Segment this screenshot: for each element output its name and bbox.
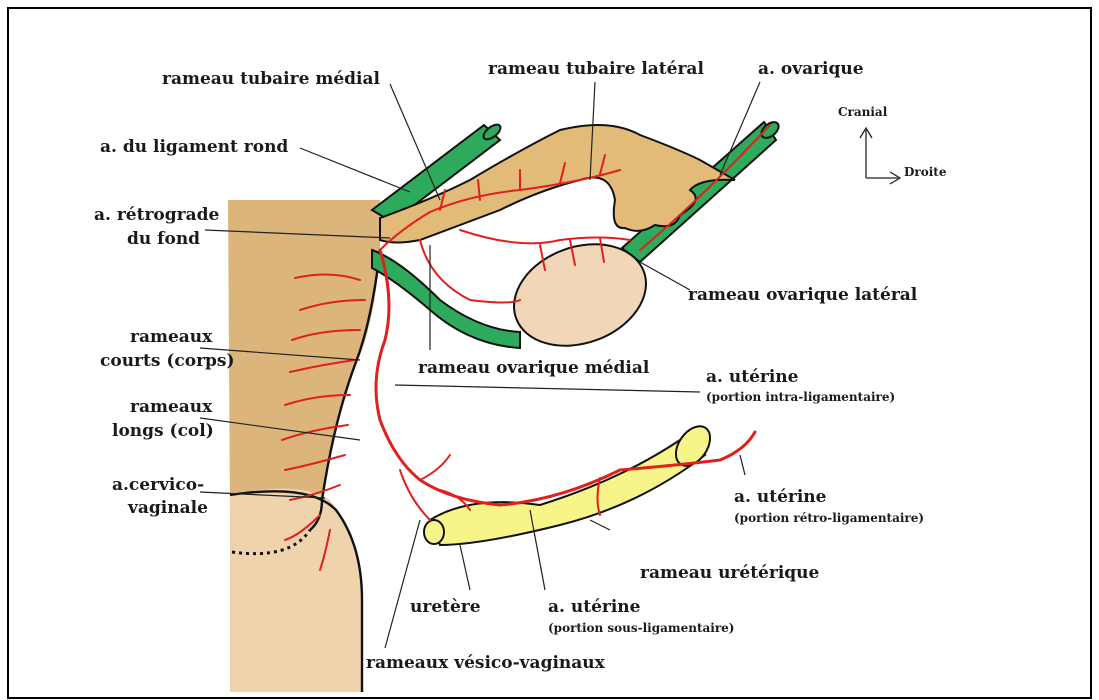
label-a-retrograde-1: a. rétrograde (94, 205, 220, 225)
compass-cranial-label: Cranial (838, 105, 888, 119)
label-rameau-ureterique: rameau urétérique (640, 563, 820, 583)
label-a-uterine-retro-sub: (portion rétro-ligamentaire) (734, 511, 924, 525)
label-rameaux-vesico: rameaux vésico-vaginaux (366, 653, 606, 673)
label-rameau-ovarique-medial: rameau ovarique médial (418, 358, 650, 378)
label-rameaux-longs-1: rameaux (130, 397, 213, 417)
label-rameaux-courts-1: rameaux (130, 327, 213, 347)
label-a-cervico-1: a.cervico- (112, 475, 204, 495)
label-a-ovarique: a. ovarique (758, 59, 864, 79)
label-rameaux-courts-2: courts (corps) (100, 351, 235, 371)
compass-droite-label: Droite (904, 165, 947, 179)
label-a-uterine-intra: a. utérine (706, 367, 799, 387)
label-a-ligament-rond: a. du ligament rond (100, 137, 288, 157)
label-a-uterine-sous-sub: (portion sous-ligamentaire) (548, 621, 734, 635)
label-a-cervico-2: vaginale (127, 498, 208, 518)
label-rameau-tubaire-lateral: rameau tubaire latéral (488, 59, 704, 79)
label-rameaux-longs-2: longs (col) (112, 421, 214, 441)
label-uretere: uretère (410, 597, 481, 617)
label-rameau-tubaire-medial: rameau tubaire médial (162, 69, 380, 89)
label-a-uterine-retro: a. utérine (734, 487, 827, 507)
label-a-retrograde-2: du fond (127, 229, 200, 249)
label-a-uterine-sous: a. utérine (548, 597, 641, 617)
label-rameau-ovarique-lateral: rameau ovarique latéral (688, 285, 918, 305)
label-a-uterine-intra-sub: (portion intra-ligamentaire) (706, 390, 895, 404)
